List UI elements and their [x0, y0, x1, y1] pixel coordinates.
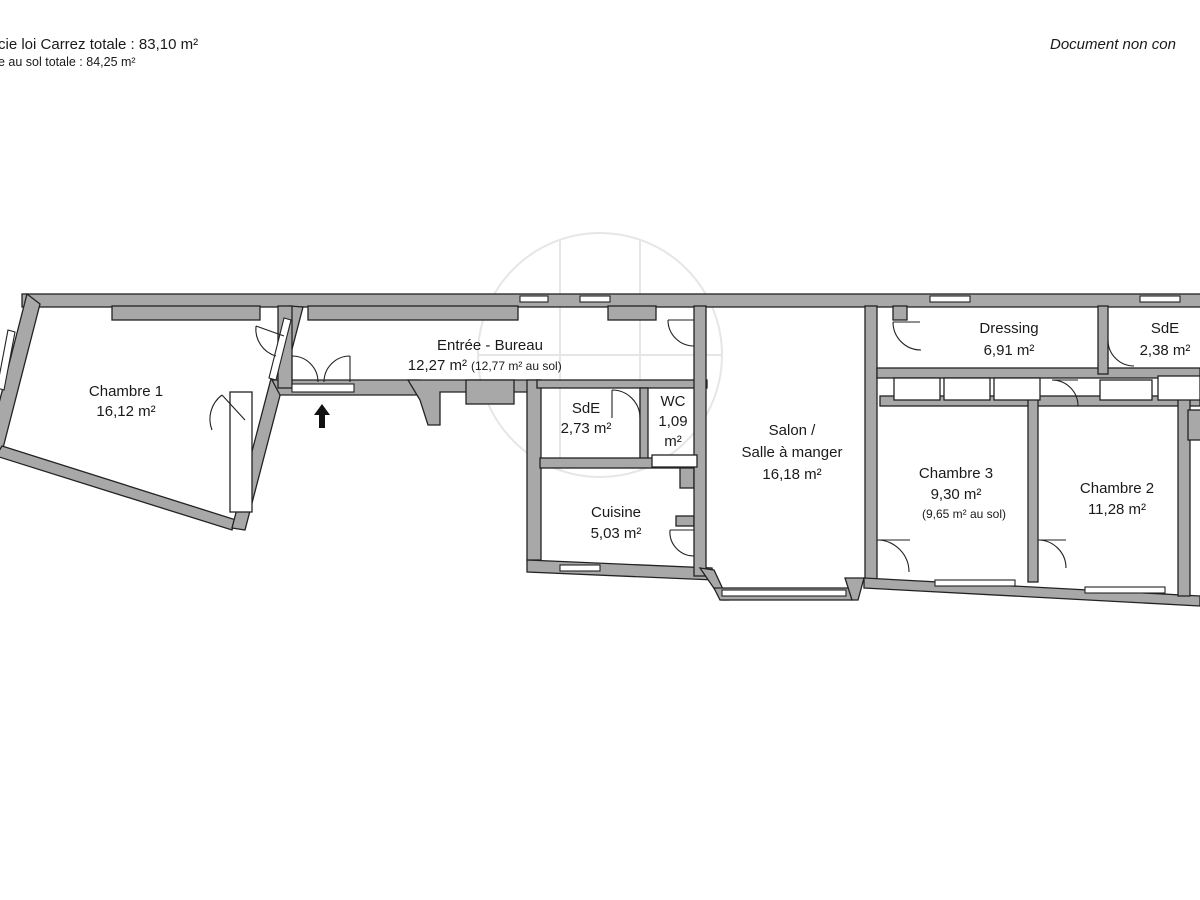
room-name: Dressing: [979, 320, 1038, 337]
room-sde-2: SdE 2,38 m²: [1140, 320, 1191, 359]
carrez-surface-text: cie loi Carrez totale : 83,10 m²: [0, 36, 199, 53]
room-area: 9,30 m²: [931, 486, 982, 503]
room-name: Entrée - Bureau: [437, 337, 543, 354]
room-name: Cuisine: [591, 504, 641, 521]
room-area: 2,38 m²: [1140, 342, 1191, 359]
room-area: 2,73 m²: [561, 420, 612, 437]
closets: [229, 375, 1200, 513]
room-dressing: Dressing 6,91 m²: [979, 320, 1038, 359]
room-name-line1: Salon /: [769, 422, 817, 439]
room-chambre-1: Chambre 1 16,12 m²: [89, 383, 163, 420]
room-area: 16,12 m²: [96, 403, 155, 420]
floor-surface-text: e au sol totale : 84,25 m²: [0, 54, 136, 69]
room-salon: Salon / Salle à manger 16,18 m²: [742, 422, 843, 483]
room-floor-area: (12,77 m² au sol): [471, 359, 562, 373]
windows: [0, 295, 1181, 597]
room-area: 16,18 m²: [762, 466, 821, 483]
room-name: Chambre 2: [1080, 480, 1154, 497]
agency-logo-watermark: [477, 232, 723, 478]
room-floor-area: (9,65 m² au sol): [922, 507, 1006, 521]
room-cuisine: Cuisine 5,03 m²: [591, 504, 642, 542]
room-area: 11,28 m²: [1088, 501, 1146, 518]
room-wc: WC 1,09 m²: [658, 393, 687, 450]
room-area: 6,91 m²: [984, 342, 1035, 359]
room-area: 12,27 m²: [408, 357, 467, 374]
room-chambre-3: Chambre 3 9,30 m² (9,65 m² au sol): [919, 465, 1006, 521]
walls: [0, 292, 1200, 607]
room-sde-1: SdE 2,73 m²: [561, 400, 612, 437]
room-area-line2: m²: [664, 433, 682, 450]
room-chambre-2: Chambre 2 11,28 m²: [1080, 480, 1154, 518]
room-name: Chambre 1: [89, 383, 163, 400]
doors: [209, 319, 1135, 573]
room-name: SdE: [572, 400, 600, 417]
room-name: Chambre 3: [919, 465, 993, 482]
entrance-arrow-icon: [314, 404, 330, 428]
room-entree-bureau: Entrée - Bureau 12,27 m² (12,77 m² au so…: [408, 337, 562, 374]
room-name: WC: [661, 393, 686, 410]
room-area: 5,03 m²: [591, 525, 642, 542]
room-area-line1: 1,09: [658, 413, 687, 430]
room-name: SdE: [1151, 320, 1179, 337]
surface-summary: cie loi Carrez totale : 83,10 m² e au so…: [0, 36, 198, 70]
room-name-line2: Salle à manger: [742, 444, 843, 461]
disclaimer-text: Document non con: [1050, 36, 1176, 53]
